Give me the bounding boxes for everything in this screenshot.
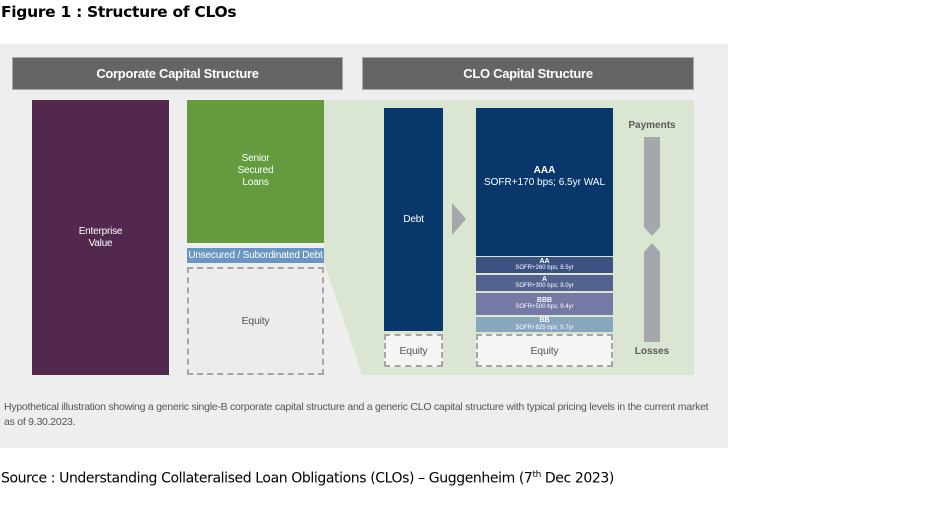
tranche-terms: SOFR+260 bps; 8.5yr	[515, 265, 574, 271]
corporate-capital-structure-header: Corporate Capital Structure	[12, 57, 343, 90]
tranche-terms: SOFR+500 bps; 9.4yr	[515, 304, 574, 310]
right-arrow-icon	[452, 203, 466, 235]
tranche-terms: SOFR+300 bps; 9.0yr	[515, 283, 574, 289]
tranche-rating: AA	[539, 257, 550, 265]
corporate-equity-label: Equity	[241, 315, 270, 327]
figure-caption: Hypothetical illustration showing a gene…	[4, 401, 709, 428]
payments-down-arrow	[644, 137, 660, 236]
source-superscript: th	[532, 470, 541, 480]
clo-debt-label: Debt	[403, 213, 424, 225]
tranche-bb: BB SOFR+825 bps; 9.7yr	[476, 317, 613, 332]
tranche-terms: SOFR+825 bps; 9.7yr	[515, 324, 574, 331]
senior-secured-loans-block: Senior Secured Loans	[187, 100, 324, 243]
tranche-aa: AA SOFR+260 bps; 8.5yr	[476, 257, 613, 273]
unsecured-subordinated-debt-block: Unsecured / Subordinated Debt	[187, 248, 324, 263]
clo-debt-block: Debt	[384, 108, 443, 331]
enterprise-value-label: Enterprise Value	[78, 225, 123, 249]
clo-equity-label: Equity	[530, 344, 559, 357]
clo-debt-equity-block: Equity	[384, 334, 443, 367]
tranche-rating: BB	[539, 317, 550, 324]
senior-secured-loans-label: Senior Secured Loans	[237, 152, 274, 188]
losses-up-arrow	[644, 243, 660, 342]
clo-debt-equity-label: Equity	[399, 344, 428, 357]
tranche-aaa: AAA SOFR+170 bps; 6.5yr WAL	[476, 108, 613, 256]
payments-losses-arrows-icon	[644, 137, 660, 342]
tranche-terms: SOFR+170 bps; 6.5yr WAL	[483, 177, 606, 188]
source-suffix: Dec 2023)	[540, 470, 614, 487]
unsecured-subordinated-debt-label: Unsecured / Subordinated Debt	[188, 249, 323, 261]
source-citation: Source : Understanding Collateralised Lo…	[1, 470, 614, 487]
tranche-rating: A	[541, 275, 548, 283]
tranche-bbb: BBB SOFR+500 bps; 9.4yr	[476, 293, 613, 315]
tranche-rating: AAA	[533, 165, 556, 176]
enterprise-value-block: Enterprise Value	[32, 100, 169, 375]
clo-equity-block: Equity	[476, 334, 613, 367]
clo-capital-structure-header: CLO Capital Structure	[362, 57, 694, 90]
losses-label: Losses	[634, 346, 670, 357]
payments-label: Payments	[628, 120, 676, 131]
tranche-rating: BBB	[536, 296, 553, 304]
source-prefix: Source : Understanding Collateralised Lo…	[1, 470, 533, 487]
corporate-equity-block: Equity	[187, 267, 324, 375]
tranche-a: A SOFR+300 bps; 9.0yr	[476, 275, 613, 291]
figure-title: Figure 1 : Structure of CLOs	[1, 3, 237, 21]
